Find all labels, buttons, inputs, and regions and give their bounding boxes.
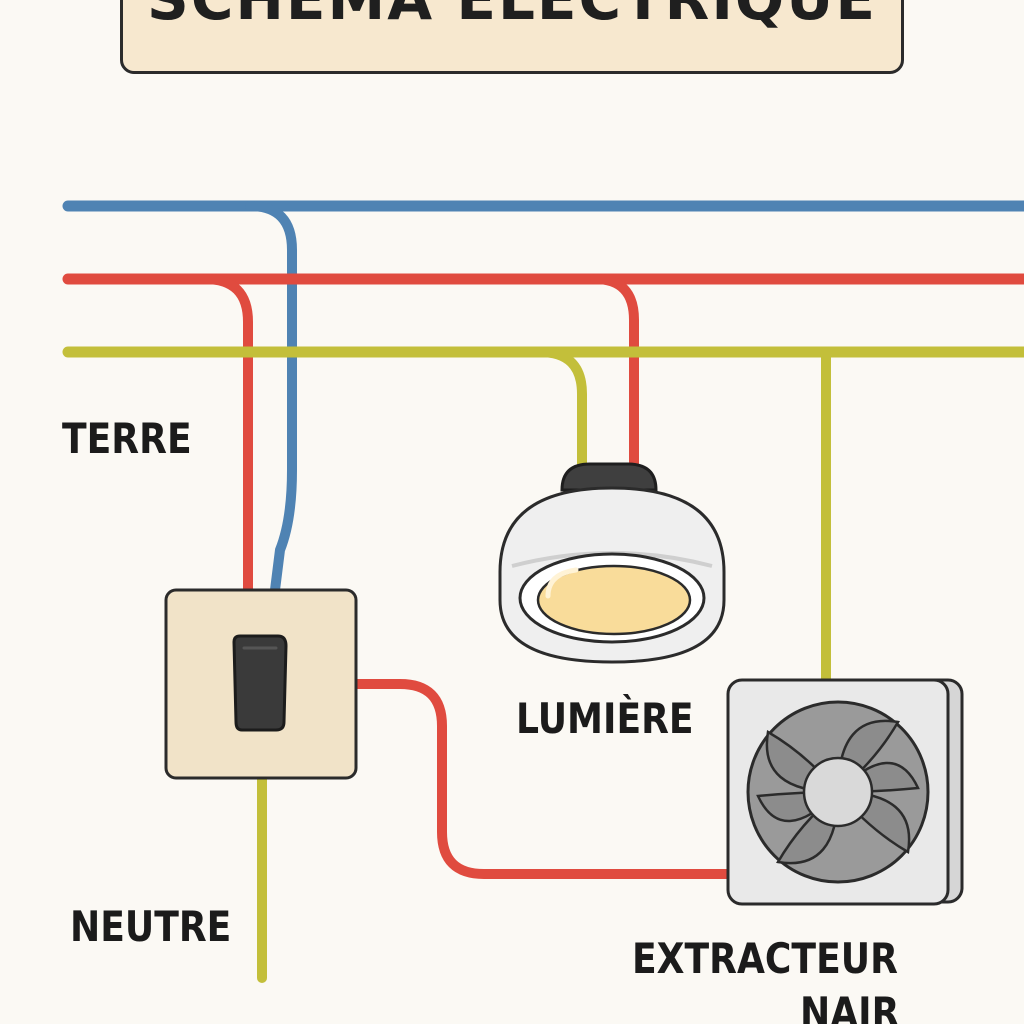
label-terre: TERRE (62, 414, 192, 463)
exhaust-fan-icon (726, 678, 964, 906)
blue-wire-drop (245, 201, 297, 595)
label-lumiere: LUMIÈRE (516, 694, 694, 743)
label-extracteur: EXTRACTEUR (632, 934, 898, 983)
light-switch-icon (164, 588, 358, 780)
red-wire-drop-switch (200, 274, 253, 595)
label-neutre: NEUTRE (70, 902, 232, 951)
red-wire-drop-light (590, 274, 639, 471)
red-wire-switch-to-fan (351, 679, 735, 879)
yellow-wire-drop-light (535, 347, 587, 471)
title-banner: SCHÉMA ÉLECTRIQUE (120, 0, 904, 74)
label-extracteur-line2: NAIR (800, 988, 900, 1024)
ceiling-light-icon (498, 462, 726, 664)
page-title: SCHÉMA ÉLECTRIQUE (123, 0, 901, 33)
